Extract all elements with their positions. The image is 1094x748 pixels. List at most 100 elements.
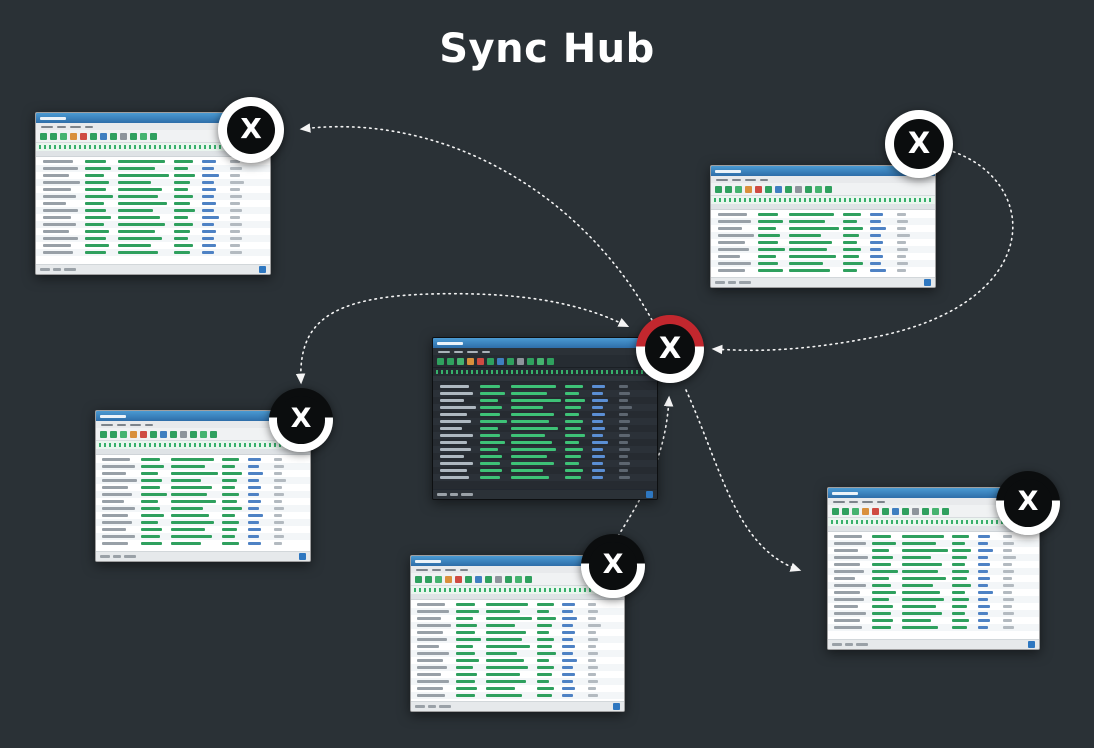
row-tail-cell (618, 476, 631, 479)
toolbar-icon (912, 507, 919, 515)
row-tail-cell (1003, 577, 1012, 580)
row-g3-cell (843, 255, 859, 258)
row-tail-cell (618, 462, 631, 465)
row-tail-cell (618, 406, 633, 409)
table-row (411, 657, 624, 664)
row-g1-cell (872, 584, 892, 587)
toolbar-icon (842, 507, 849, 515)
row-b-cell (562, 624, 573, 627)
row-tail-cell (230, 223, 242, 226)
window-statusbar (828, 639, 1039, 649)
row-label-cell (43, 188, 72, 191)
row-tail-cell (618, 399, 628, 402)
row-g2-cell (789, 255, 837, 258)
row-b-cell (977, 535, 991, 538)
row-g3-cell (565, 420, 584, 423)
row-b-cell (977, 584, 989, 587)
row-label-cell (102, 493, 133, 496)
row-g2-cell (117, 181, 151, 184)
row-g3-cell (222, 465, 236, 468)
table-row (96, 540, 310, 547)
app-window-center (432, 337, 658, 500)
row-b-cell (592, 392, 604, 395)
sync-node-top-left[interactable]: X (218, 97, 284, 163)
toolbar-icon (735, 185, 742, 193)
table-row (411, 671, 624, 678)
row-g3-cell (174, 216, 189, 219)
menu-item (460, 568, 468, 571)
row-tail-cell (618, 420, 631, 423)
sync-node-top-right[interactable]: X (885, 110, 953, 178)
sync-node-right[interactable]: X (996, 471, 1060, 535)
row-g2-cell (789, 241, 832, 244)
window-toolbar (433, 355, 657, 368)
toolbar-icon (745, 185, 752, 193)
row-g1-cell (758, 227, 776, 230)
row-label-cell (834, 563, 860, 566)
row-g2-cell (511, 385, 557, 388)
row-tail-cell (230, 195, 242, 198)
row-g3-cell (843, 262, 864, 265)
row-b-cell (870, 227, 886, 230)
row-label-cell (439, 448, 472, 451)
window-statusbar (711, 277, 935, 287)
row-g2-cell (485, 645, 531, 648)
row-b-cell (592, 413, 606, 416)
row-label-cell (43, 251, 74, 254)
row-g2-cell (117, 223, 165, 226)
toolbar-icon (60, 132, 67, 140)
row-tail-cell (1003, 591, 1012, 594)
row-b-cell (247, 465, 259, 468)
node-core: X (1004, 479, 1052, 527)
row-b-cell (977, 556, 989, 559)
row-b-cell (202, 167, 214, 170)
menu-item (57, 125, 66, 128)
file-table (411, 600, 624, 701)
row-g1-cell (85, 244, 109, 247)
row-b-cell (977, 612, 989, 615)
row-g1-cell (872, 542, 896, 545)
row-g2-cell (901, 563, 942, 566)
row-g1-cell (758, 213, 779, 216)
row-g3-cell (565, 434, 586, 437)
row-label-cell (834, 570, 864, 573)
window-menubar (411, 566, 624, 573)
row-b-cell (202, 237, 214, 240)
window-menubar (433, 348, 657, 355)
menu-item (101, 423, 113, 426)
table-row (36, 228, 270, 235)
row-tail-cell (587, 631, 597, 634)
row-g2-cell (511, 448, 557, 451)
row-label-cell (43, 244, 72, 247)
row-g2-cell (789, 227, 839, 230)
table-column-header (96, 449, 310, 455)
row-g3-cell (174, 167, 189, 170)
table-row (411, 678, 624, 685)
toolbar-icon (932, 507, 939, 515)
status-chip (450, 493, 458, 496)
row-g1-cell (872, 570, 898, 573)
row-tail-cell (1003, 535, 1012, 538)
row-g2-cell (789, 213, 835, 216)
table-row (828, 589, 1039, 596)
row-g1-cell (85, 195, 114, 198)
row-g1-cell (85, 181, 109, 184)
transfer-tick-band (96, 441, 310, 449)
sync-node-hub[interactable]: X (636, 315, 704, 383)
row-g1-cell (455, 617, 473, 620)
toolbar-icon (485, 575, 492, 583)
row-g1-cell (480, 420, 507, 423)
toolbar-icon (150, 430, 157, 438)
menu-item (467, 350, 478, 353)
sync-node-middle-left[interactable]: X (269, 388, 333, 452)
row-g1-cell (85, 209, 107, 212)
row-b-cell (592, 399, 608, 402)
row-g2-cell (117, 209, 153, 212)
sync-node-bottom-center[interactable]: X (581, 534, 645, 598)
table-column-header (411, 594, 624, 600)
row-g2-cell (511, 413, 554, 416)
row-b-cell (247, 528, 261, 531)
table-row (711, 260, 935, 267)
row-tail-cell (587, 617, 597, 620)
status-chip (715, 281, 725, 284)
